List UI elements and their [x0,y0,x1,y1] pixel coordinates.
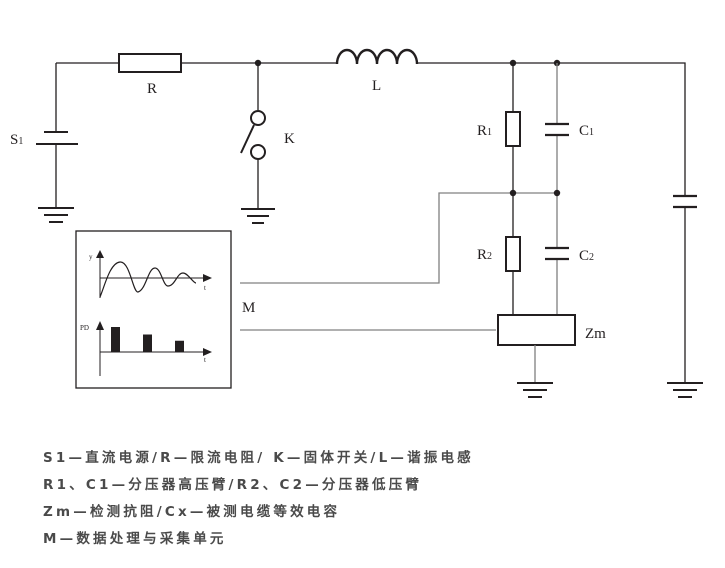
label-r2: R2 [477,247,492,263]
pd-bar [111,327,120,352]
pd-x-label: t [204,356,206,364]
waveform-plot [99,252,207,298]
label-l: L [372,78,381,94]
resistor-r1 [505,111,521,147]
label-m: M [242,300,255,316]
capacitor-c2 [545,246,569,261]
junction-dot [553,189,561,197]
label-c2: C2 [579,248,594,264]
ground-icon [667,382,703,398]
label-r1: R1 [477,123,492,139]
arrow-icon [203,274,212,282]
waveform-x-label: t [204,284,206,292]
waveform-y-label: y [89,253,93,261]
label-s1: S1 [10,132,23,148]
pd-y-label: PD [80,324,89,332]
label-k: K [284,131,295,147]
resistor-r2 [505,236,521,272]
impedance-zm [497,314,576,346]
ground-icon [38,207,74,223]
legend-line: M—数据处理与采集单元 [43,531,227,547]
arrow-icon [96,250,104,258]
arrow-icon [96,321,104,330]
legend: S1—直流电源/R—限流电阻/ K—固体开关/L—谐振电感 R1、C1—分压器高… [43,445,474,553]
capacitor-cx [673,194,697,209]
junction-dot [509,189,517,197]
capacitor-c1 [545,122,569,137]
resistor-r [118,53,182,73]
battery-s1 [36,131,78,145]
label-r: R [147,81,157,97]
switch-k [240,63,266,208]
label-zm: Zm [585,326,606,342]
ground-icon [517,382,553,398]
ground-icon [241,208,275,224]
circuit-diagram: R S1 K L R1 R2 [10,48,703,398]
arrow-icon [203,348,212,356]
pd-bar [143,334,152,352]
legend-line: Zm—检测抗阻/Cx—被测电缆等效电容 [43,504,341,520]
inductor-l [335,48,419,65]
legend-line: R1、C1—分压器高压臂/R2、C2—分压器低压臂 [43,477,423,493]
label-c1: C1 [579,123,594,139]
pd-bar [175,340,184,352]
legend-line: S1—直流电源/R—限流电阻/ K—固体开关/L—谐振电感 [43,450,474,466]
